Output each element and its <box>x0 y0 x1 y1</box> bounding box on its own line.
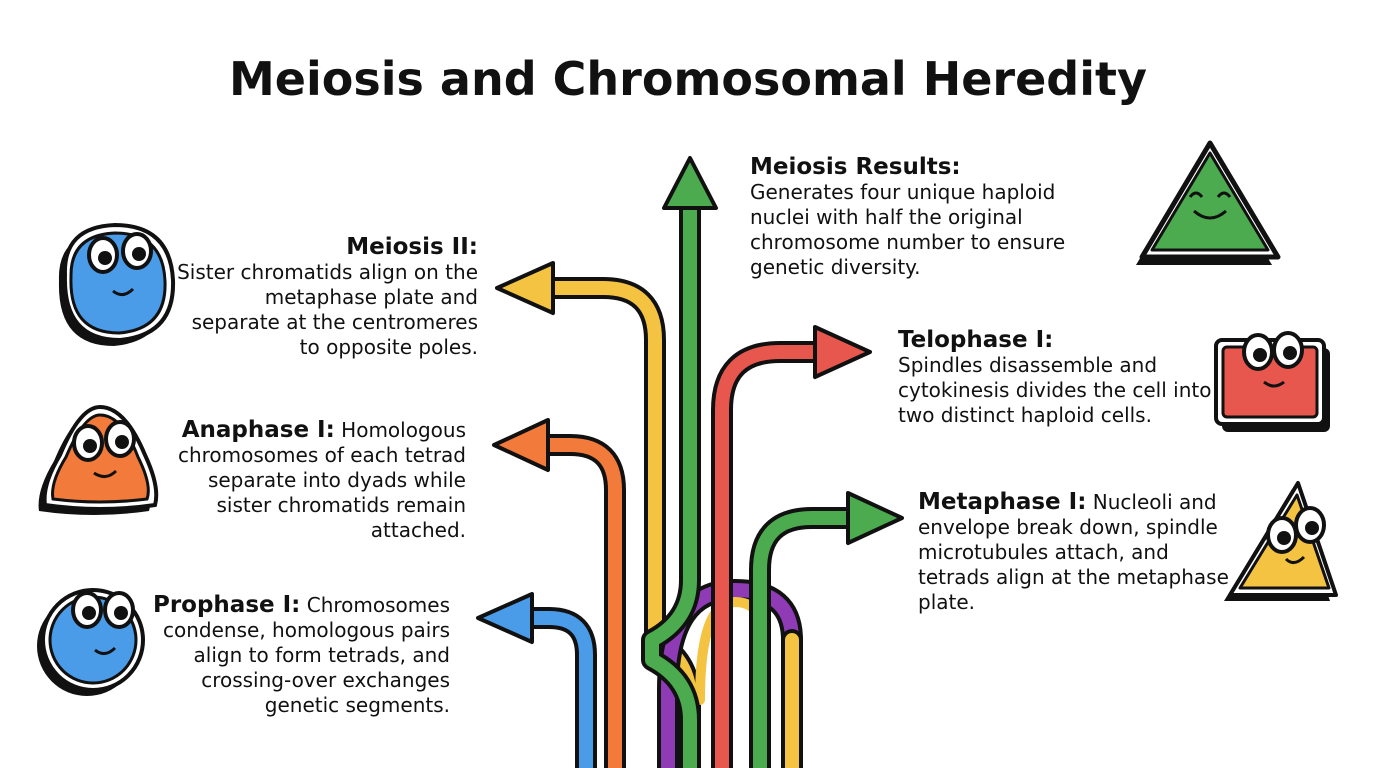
meiosis-results-heading: Meiosis Results: <box>750 154 961 180</box>
anaphase-arrow <box>492 418 626 768</box>
metaphase-arrow <box>749 491 904 768</box>
metaphase-i-block: Metaphase I: Nucleoli and envelope break… <box>918 490 1236 615</box>
telophase-i-heading: Telophase I: <box>898 327 1054 353</box>
telophase-i-block: Telophase I: Spindles disassemble and cy… <box>898 328 1216 428</box>
metaphase-i-text: Nucleoli and envelope break down, spindl… <box>918 490 1229 614</box>
pathway-arrows <box>476 156 904 768</box>
meiosis-results-arrow <box>641 156 718 768</box>
page-title: Meiosis and Chromosomal Heredity <box>229 52 1147 106</box>
yellow-triangle-character-icon <box>1224 481 1338 601</box>
blue-blob-character-icon <box>58 222 176 346</box>
prophase-arrow <box>476 592 597 768</box>
red-square-character-icon <box>1214 331 1330 432</box>
anaphase-i-text: Homologous chromosomes of each tetrad se… <box>177 418 466 542</box>
telophase-arrow <box>711 325 872 768</box>
metaphase-i-heading: Metaphase I: <box>918 489 1087 515</box>
anaphase-i-block: Anaphase I: Homologous chromosomes of ea… <box>160 418 466 543</box>
anaphase-i-heading: Anaphase I: <box>181 417 335 443</box>
green-triangle-smiley-icon <box>1136 140 1281 265</box>
telophase-i-text: Spindles disassemble and cytokinesis div… <box>898 353 1212 427</box>
blue-round-character-icon <box>37 588 145 696</box>
meiosis-ii-text: Sister chromatids align on the metaphase… <box>177 260 478 359</box>
meiosis-results-text: Generates four unique haploid nuclei wit… <box>750 180 1066 279</box>
meiosis-ii-heading: Meiosis II: <box>346 234 478 260</box>
meiosis-results-block: Meiosis Results: Generates four unique h… <box>750 155 1110 280</box>
prophase-i-text: Chromosomes condense, homologous pairs a… <box>163 593 450 717</box>
orange-blob-character-icon <box>38 404 159 515</box>
meiosis-ii-block: Meiosis II: Sister chromatids align on t… <box>172 235 478 360</box>
prophase-i-heading: Prophase I: <box>152 592 301 618</box>
prophase-i-block: Prophase I: Chromosomes condense, homolo… <box>150 593 450 718</box>
